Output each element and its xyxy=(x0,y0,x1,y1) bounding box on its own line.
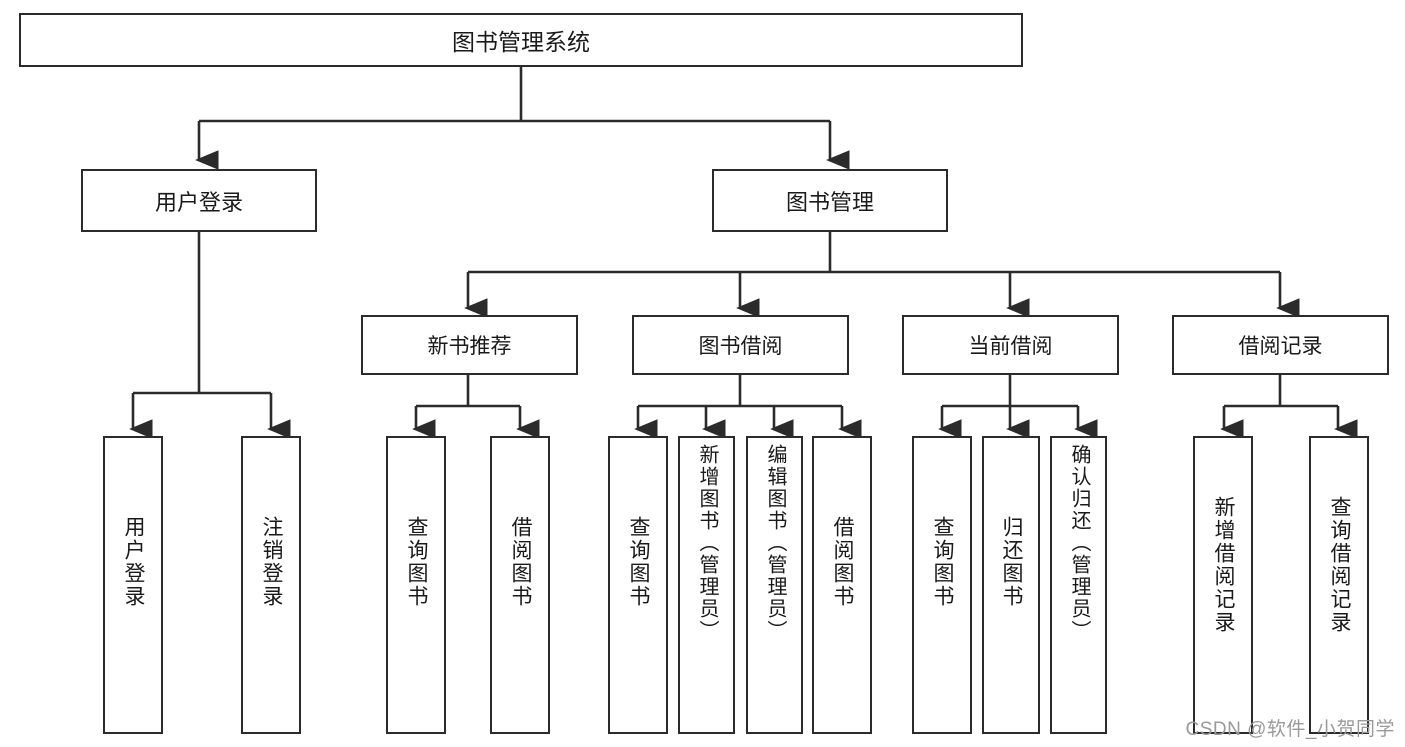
leaf-edit-book-admin[interactable]: 编辑图书（管理员） xyxy=(746,436,803,734)
leaf-label: 借阅图书 xyxy=(831,516,855,608)
leaf-label: 查询借阅记录 xyxy=(1328,496,1352,634)
leaf-label: 确认归还（管理员） xyxy=(1068,444,1090,642)
leaf-confirm-return-admin[interactable]: 确认归还（管理员） xyxy=(1050,436,1107,734)
node-new-book-recommend[interactable]: 新书推荐 xyxy=(361,315,578,375)
node-label: 借阅记录 xyxy=(1238,335,1323,358)
leaf-label: 用户登录 xyxy=(122,516,146,608)
leaf-add-book-admin[interactable]: 新增图书（管理员） xyxy=(678,436,735,734)
leaf-label: 查询图书 xyxy=(627,516,651,608)
leaf-return-book[interactable]: 归还图书 xyxy=(982,436,1040,734)
node-label: 用户登录 xyxy=(154,189,243,215)
node-borrow-record[interactable]: 借阅记录 xyxy=(1172,315,1389,375)
leaf-borrow-book-recommend[interactable]: 借阅图书 xyxy=(490,436,550,734)
leaf-label: 新增图书（管理员） xyxy=(696,444,718,642)
leaf-user-login[interactable]: 用户登录 xyxy=(103,436,163,734)
leaf-logout[interactable]: 注销登录 xyxy=(241,436,301,734)
leaf-label: 归还图书 xyxy=(1000,516,1024,608)
leaf-label: 借阅图书 xyxy=(509,516,533,608)
leaf-query-book-recommend[interactable]: 查询图书 xyxy=(386,436,446,734)
node-label: 图书管理 xyxy=(785,189,874,215)
leaf-borrow-book[interactable]: 借阅图书 xyxy=(812,436,872,734)
leaf-label: 新增借阅记录 xyxy=(1212,496,1236,634)
node-label: 图书借阅 xyxy=(698,335,783,358)
leaf-label: 查询图书 xyxy=(931,516,955,608)
node-label: 当前借阅 xyxy=(968,335,1053,358)
leaf-label: 查询图书 xyxy=(405,516,429,608)
node-book-management[interactable]: 图书管理 xyxy=(712,169,948,232)
leaf-label: 编辑图书（管理员） xyxy=(764,444,786,642)
node-user-login[interactable]: 用户登录 xyxy=(81,169,317,232)
leaf-add-borrow-record[interactable]: 新增借阅记录 xyxy=(1193,436,1253,734)
leaf-label: 注销登录 xyxy=(260,516,284,608)
node-root-system[interactable]: 图书管理系统 xyxy=(19,13,1023,67)
node-label: 图书管理系统 xyxy=(452,29,590,55)
node-current-borrow[interactable]: 当前借阅 xyxy=(902,315,1119,375)
leaf-query-book-borrow[interactable]: 查询图书 xyxy=(608,436,668,734)
node-book-borrow[interactable]: 图书借阅 xyxy=(632,315,849,375)
leaf-query-book-current[interactable]: 查询图书 xyxy=(912,436,972,734)
node-label: 新书推荐 xyxy=(427,335,512,358)
leaf-query-borrow-record[interactable]: 查询借阅记录 xyxy=(1309,436,1369,734)
csdn-watermark: CSDN @软件_小贺同学 xyxy=(1185,719,1395,740)
